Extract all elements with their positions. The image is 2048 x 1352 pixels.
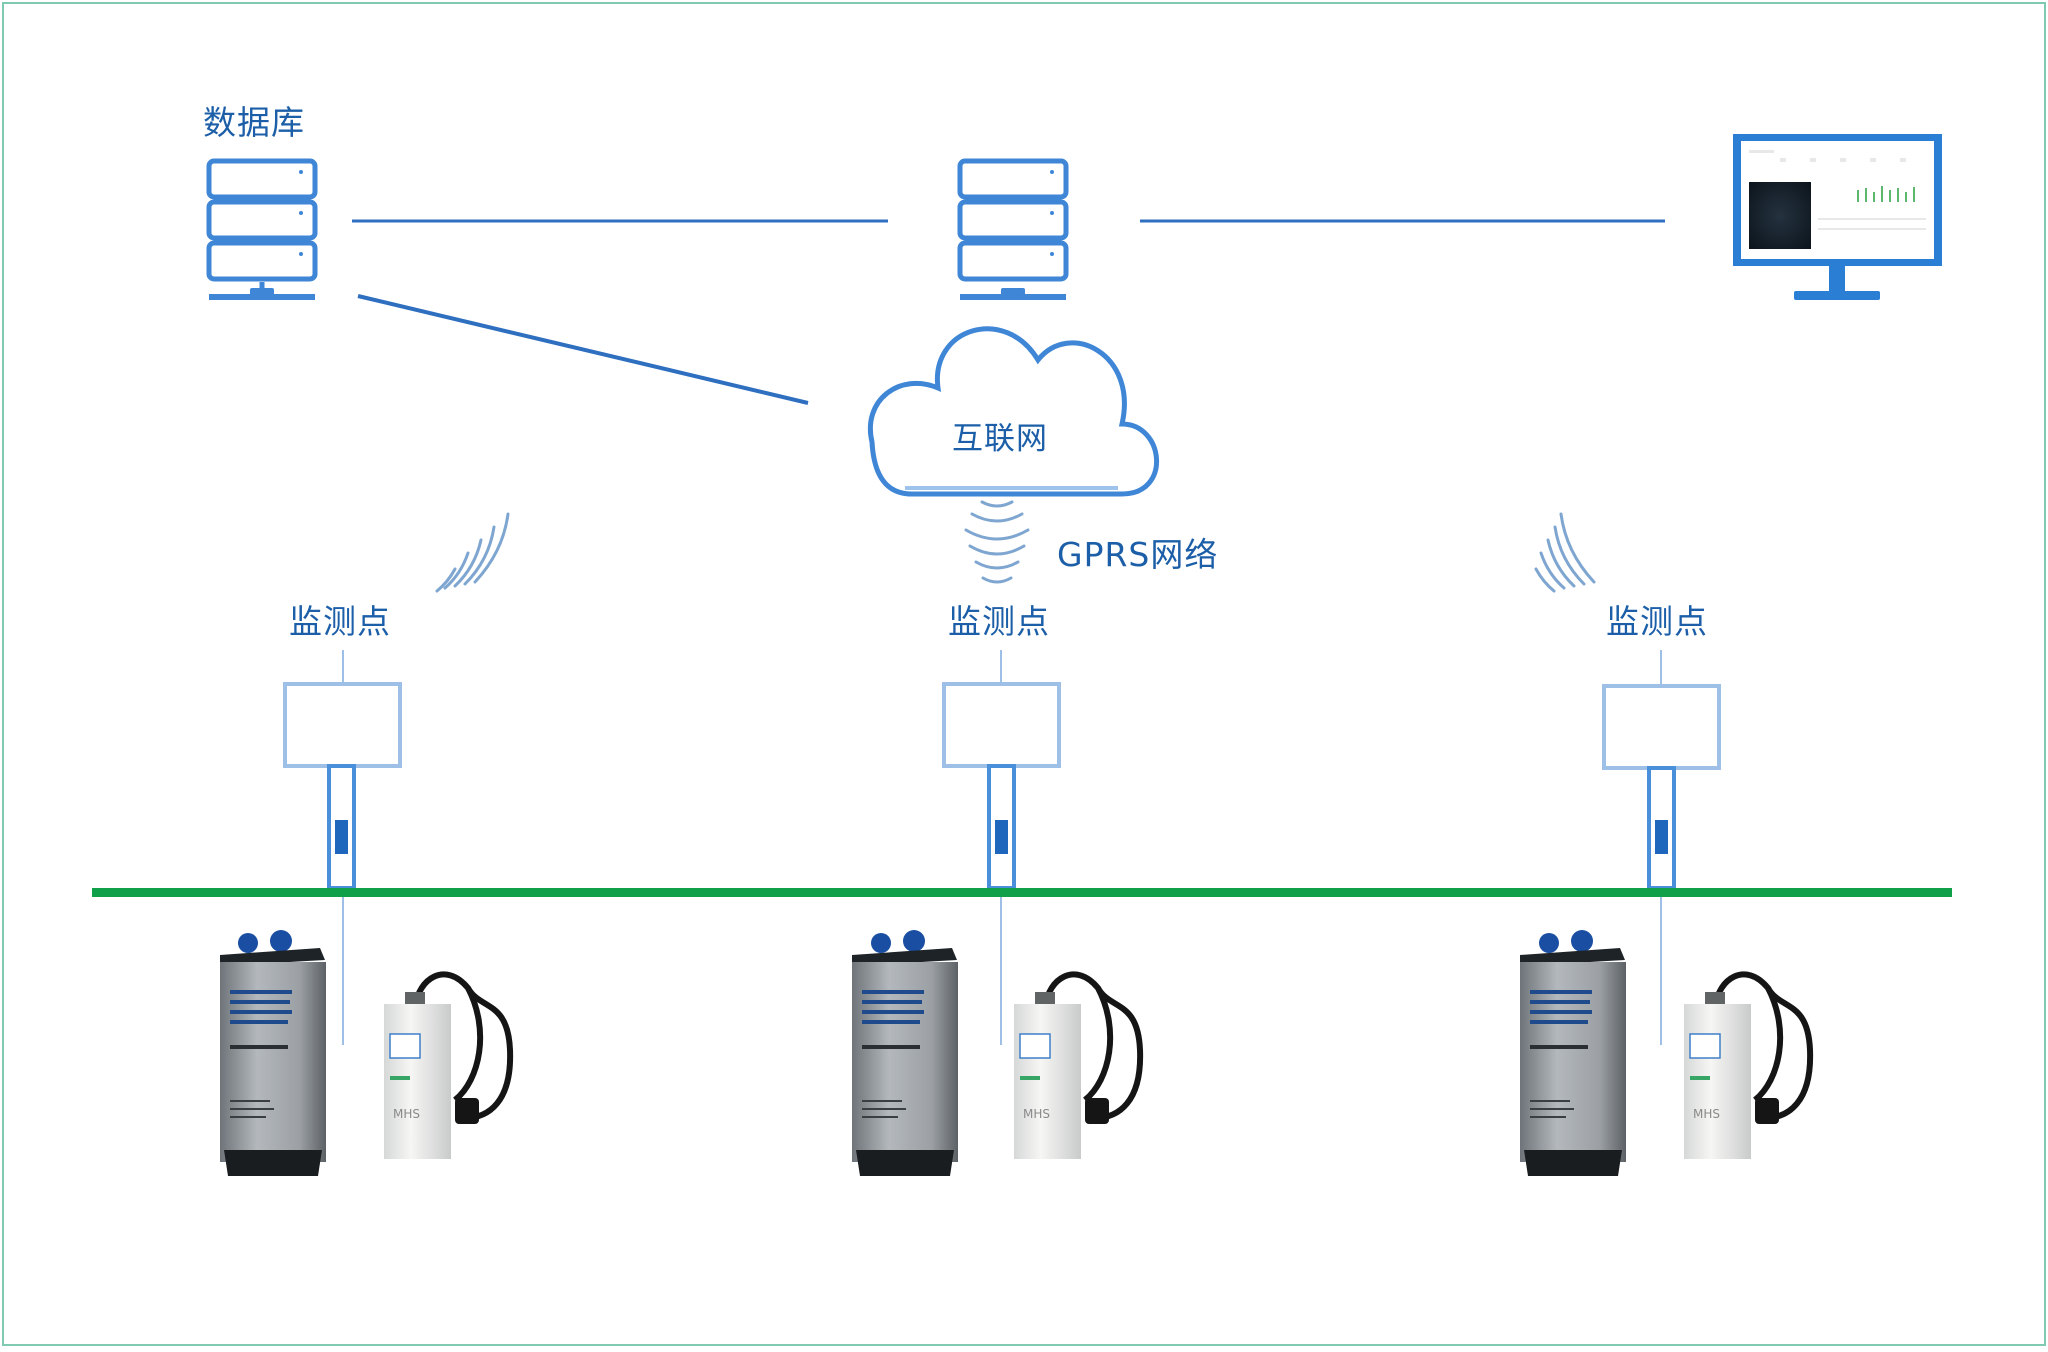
wifi-signal-icon <box>1534 512 1596 593</box>
device-badge-label: MHS <box>1023 1107 1050 1121</box>
sensor-probe-icon: MHS <box>384 971 514 1159</box>
gprs-network-label: GPRS网络 <box>1057 535 1219 574</box>
monitor-icon <box>1733 134 1942 300</box>
internet-label: 互联网 <box>952 421 1048 457</box>
monitoring-point-label-2: 监测点 <box>948 602 1050 641</box>
database-server-icon <box>206 158 318 300</box>
wifi-signal-icon <box>964 500 1030 584</box>
device-badge-label: MHS <box>1693 1107 1720 1121</box>
collector-device-icon <box>1520 930 1626 1176</box>
device-badge-label: MHS <box>393 1107 420 1121</box>
collector-device-icon <box>852 930 958 1176</box>
sensor-probe-icon: MHS <box>1684 971 1814 1159</box>
network-links <box>352 219 1665 405</box>
database-label: 数据库 <box>203 103 305 142</box>
pipeline <box>92 888 1952 897</box>
cloud-icon <box>867 326 1160 497</box>
monitoring-point-label-3: 监测点 <box>1606 602 1708 641</box>
test-pile-icon <box>1602 650 1721 1045</box>
server-icon <box>957 158 1069 300</box>
test-pile-icon <box>942 650 1061 1045</box>
sensor-probe-icon: MHS <box>1014 971 1144 1159</box>
monitoring-point-label-1: 监测点 <box>289 602 391 641</box>
wifi-signal-icon <box>435 512 510 593</box>
collector-device-icon <box>220 930 326 1176</box>
